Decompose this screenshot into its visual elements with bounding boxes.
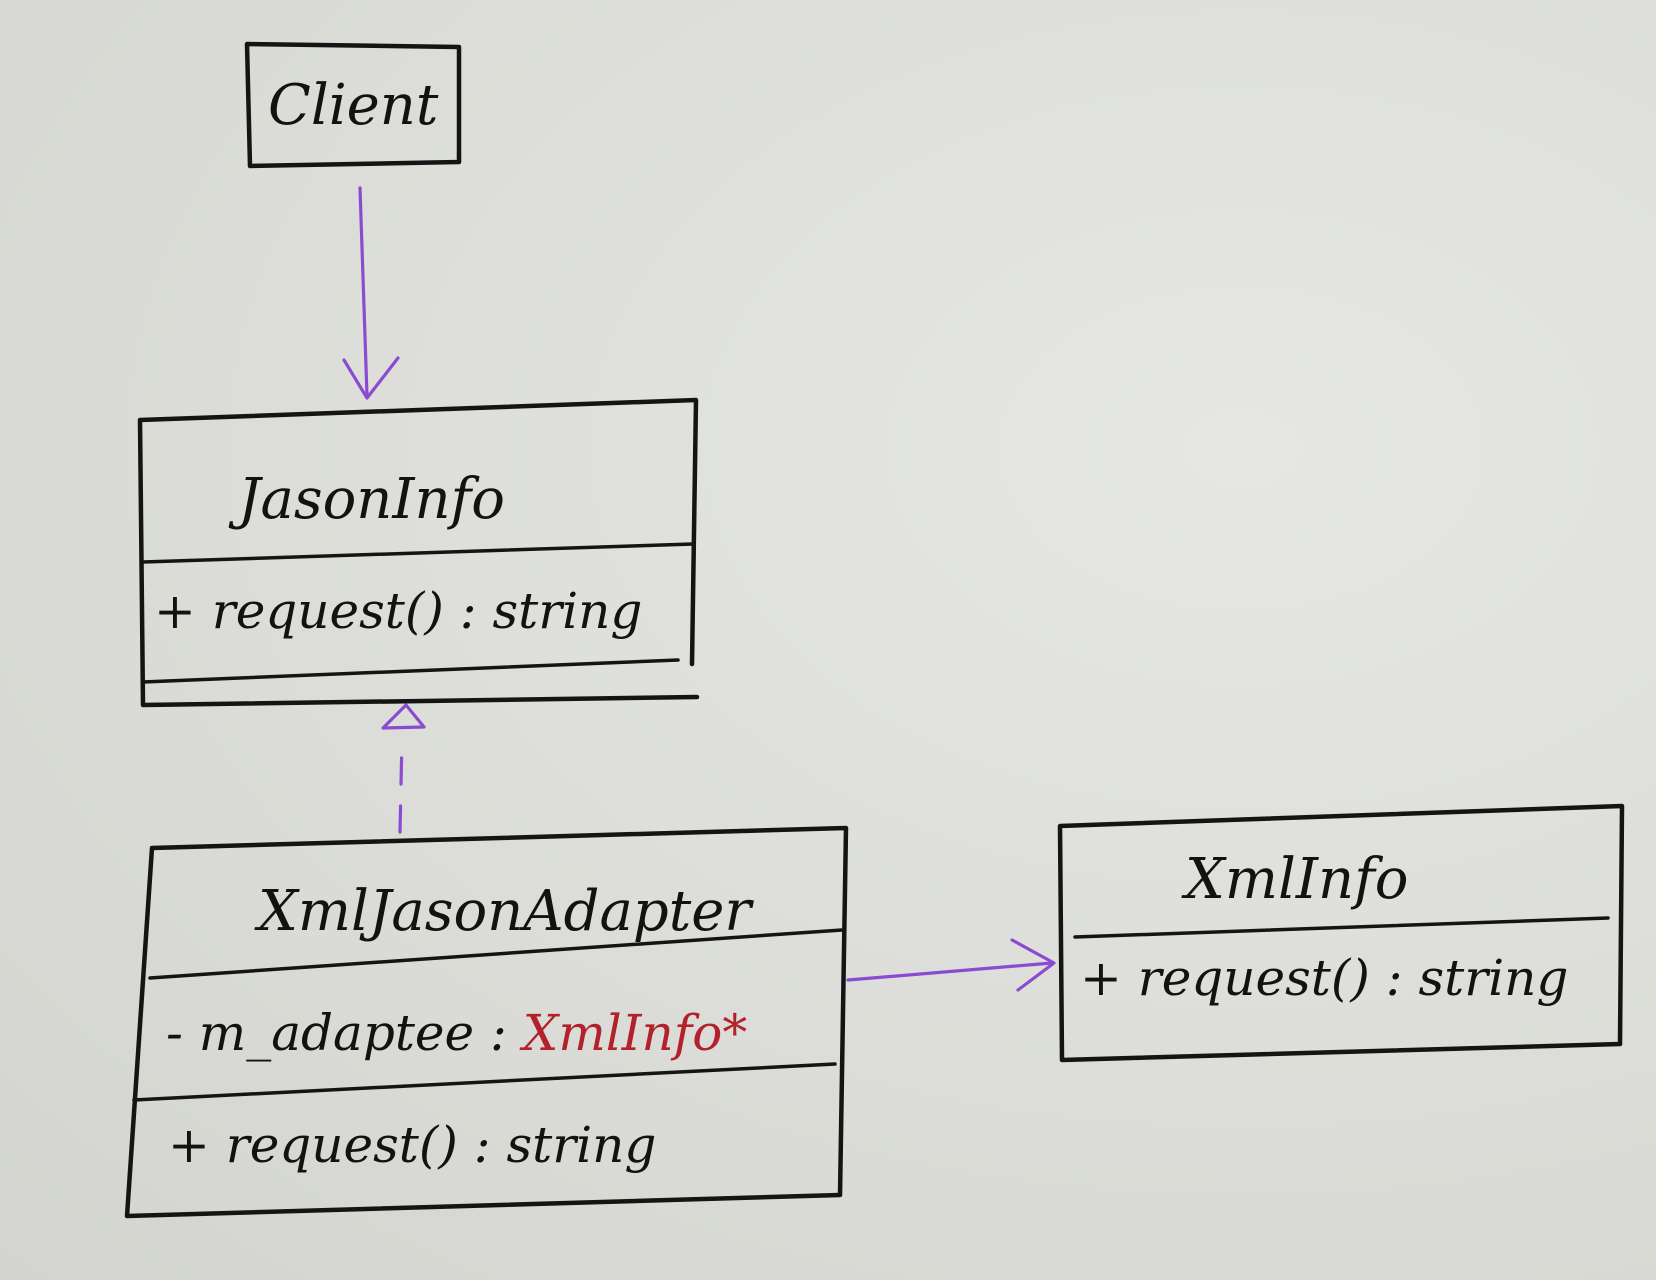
class-xmlinfo[interactable]: XmlInfo + request() : string: [1057, 803, 1625, 1063]
class-jasoninfo-border: [137, 397, 700, 708]
class-xmljasonadapter-attr-separator: [132, 1062, 837, 1102]
class-xmljasonadapter-name: XmlJasonAdapter: [254, 879, 754, 944]
arrowhead-open: [1010, 938, 1056, 992]
class-xmlinfo-method: + request() : string: [1080, 949, 1568, 1007]
class-client-name: Client: [268, 73, 439, 138]
arrowhead-open: [342, 356, 400, 400]
class-jasoninfo-name: JasonInfo: [228, 467, 505, 532]
class-xmlinfo-border: [1057, 803, 1625, 1063]
realization-adapter-to-jasoninfo: [381, 703, 426, 834]
class-jasoninfo-attr-separator: [141, 658, 680, 684]
association-line: [846, 961, 1054, 982]
class-xmljasonadapter-attribute: - m_adaptee : XmlInfo*: [166, 1004, 747, 1062]
class-client[interactable]: Client: [244, 41, 462, 169]
class-jasoninfo-name-separator: [141, 542, 695, 564]
attribute-name: - m_adaptee :: [166, 1004, 523, 1062]
attribute-type-highlight: XmlInfo*: [519, 1004, 748, 1062]
class-xmljasonadapter-name-separator: [148, 928, 844, 980]
hollow-triangle-head: [381, 703, 426, 730]
class-xmljasonadapter-border: [124, 825, 849, 1219]
class-xmljasonadapter-method: + request() : string: [168, 1116, 656, 1174]
association-line: [358, 186, 369, 398]
class-xmlinfo-name: XmlInfo: [1181, 847, 1409, 912]
class-jasoninfo[interactable]: JasonInfo + request() : string: [137, 397, 700, 708]
class-xmlinfo-name-separator: [1073, 916, 1610, 939]
class-client-border: [244, 41, 462, 169]
class-xmljasonadapter[interactable]: XmlJasonAdapter - m_adaptee : XmlInfo* +…: [124, 825, 849, 1219]
association-client-to-jasoninfo: [342, 186, 400, 400]
association-adapter-to-xmlinfo: [846, 938, 1056, 992]
realization-dashed-line: [398, 736, 404, 834]
class-jasoninfo-method: + request() : string: [154, 582, 642, 640]
